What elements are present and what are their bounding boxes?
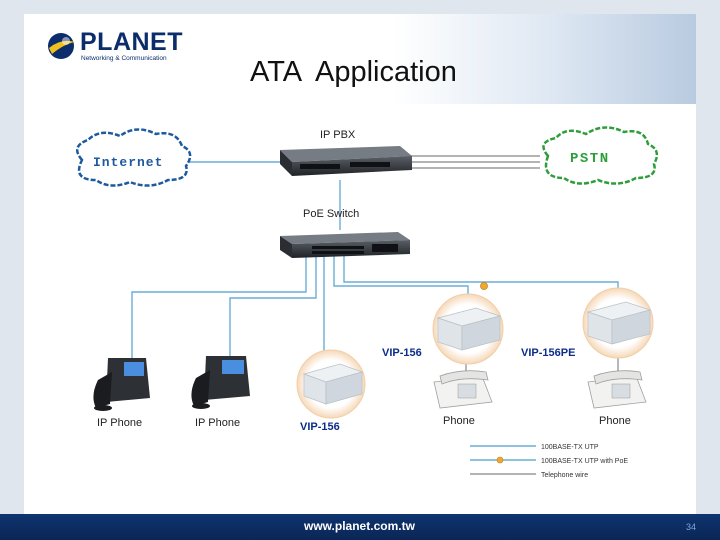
slide-title: ATA Application: [250, 56, 457, 88]
legend-label-tel: Telephone wire: [541, 472, 588, 479]
page-number: 34: [686, 522, 697, 532]
link-switch-ipphone1: [131, 252, 307, 370]
footer-bar: [0, 514, 720, 540]
ip-phone-2: [191, 356, 250, 409]
vip156pe-label: VIP-156PE: [521, 347, 575, 359]
poe-switch-label: PoE Switch: [303, 208, 359, 220]
legend: 100BASE-TX UTP 100BASE-TX UTP with PoE T…: [470, 444, 628, 479]
phone-1-label: Phone: [443, 415, 475, 427]
vip156-top-label: VIP-156: [382, 347, 422, 359]
vip156pe-adapter: [582, 287, 654, 359]
vip156-left-label: VIP-156: [300, 421, 340, 433]
legend-label-poe: 100BASE-TX UTP with PoE: [541, 458, 628, 465]
link-switch-vip156pe: [343, 252, 619, 302]
vip156-top-adapter: [432, 293, 504, 365]
ip-pbx-label: IP PBX: [320, 129, 356, 141]
poe-marker-dot: [480, 282, 488, 290]
pstn-label: PSTN: [570, 151, 610, 167]
ip-phone-2-label: IP Phone: [195, 417, 240, 429]
internet-cloud: [75, 128, 192, 187]
ip-pbx-device: [280, 146, 412, 176]
legend-label-utp: 100BASE-TX UTP: [541, 444, 599, 451]
pstn-cloud: [542, 126, 659, 185]
network-links: [131, 155, 619, 372]
legend-poe-dot: [496, 456, 504, 464]
poe-switch-device: [280, 232, 410, 258]
analog-phone-1: [433, 370, 493, 409]
vip156-left-adapter: [296, 349, 366, 419]
logo-word: PLANET: [80, 28, 183, 56]
ip-phone-1: [93, 358, 150, 411]
link-switch-ipphone2: [229, 252, 317, 368]
logo-subtitle: Networking & Communication: [81, 55, 167, 62]
footer-url[interactable]: www.planet.com.tw: [304, 519, 415, 533]
ip-phone-1-label: IP Phone: [97, 417, 142, 429]
planet-logo-icon: [48, 33, 75, 59]
phone-2-label: Phone: [599, 415, 631, 427]
internet-label: Internet: [93, 155, 163, 170]
header-background: [24, 14, 696, 104]
planet-logo: PLANET Networking & Communication: [46, 28, 196, 68]
analog-phone-2: [587, 370, 647, 409]
